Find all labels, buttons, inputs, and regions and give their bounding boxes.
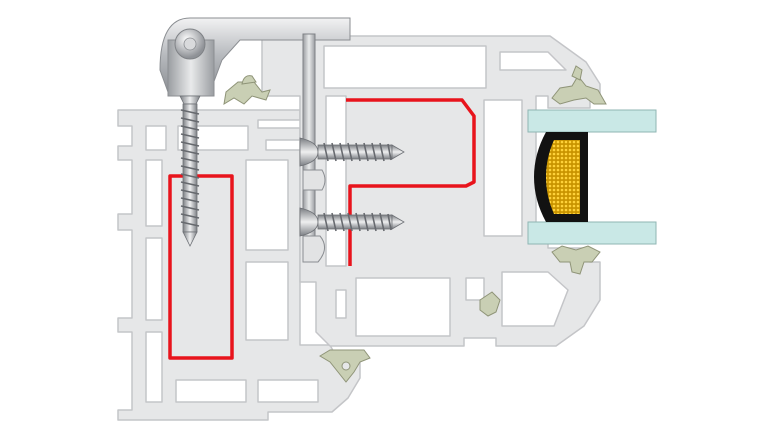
sash-seal-gasket [479, 291, 501, 317]
hinge-screw [179, 95, 201, 247]
glazing-gasket-inner [551, 245, 601, 275]
bottom-seal-gasket [319, 349, 371, 383]
frame-seal-gasket [223, 75, 271, 105]
frame-steel-reinforcement [168, 174, 234, 360]
desiccant-fill [546, 140, 580, 214]
glass-unit [527, 109, 657, 245]
glass-pane-outer [527, 109, 657, 133]
sash-screw-lower [299, 207, 405, 237]
sash-profile [261, 33, 601, 347]
sash-screw-upper [299, 137, 405, 167]
glass-pane-inner [527, 221, 657, 245]
glazing-gasket-outer [551, 65, 607, 105]
sash-steel-reinforcement [346, 98, 476, 266]
